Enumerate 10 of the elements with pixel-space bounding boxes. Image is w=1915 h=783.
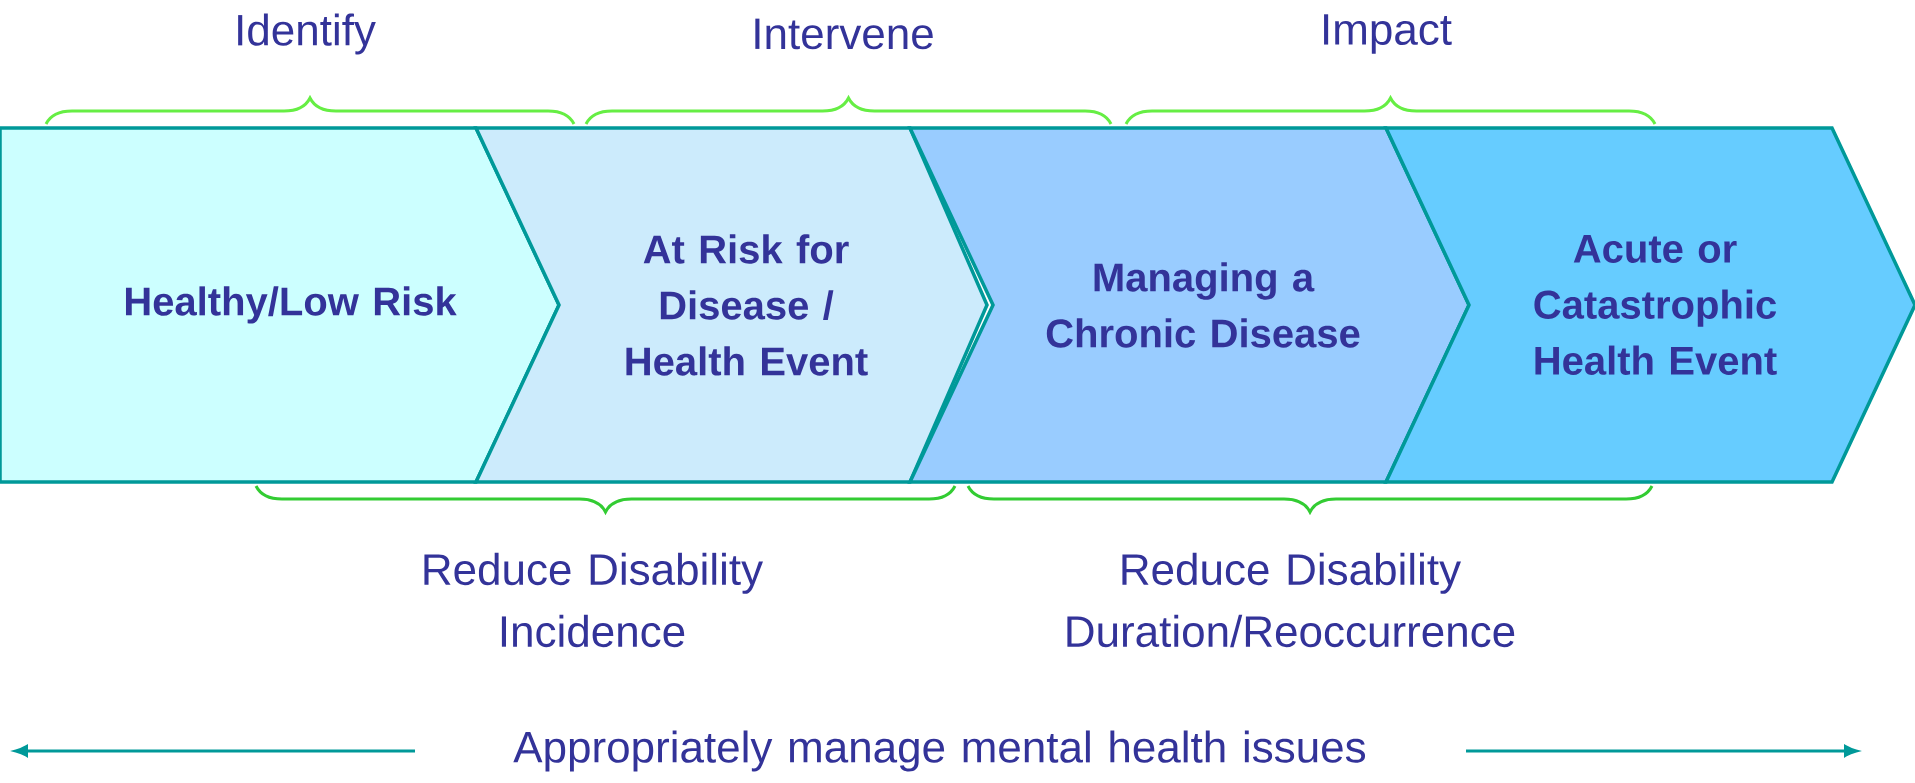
label: Identify xyxy=(238,13,376,55)
label: Reduce Disability Duration/Reoccurrence xyxy=(1067,552,1515,648)
stage-band: Healthy/Low Risk xyxy=(0,126,561,484)
label: Intervene xyxy=(755,18,933,50)
label: Appropriately manage mental health issues xyxy=(513,730,1366,772)
stage-band: At Risk for Disease / Health Event xyxy=(473,126,989,484)
stage-band: Acute or Catastrophic Health Event xyxy=(1383,126,1915,484)
stage-band: Managing a Chronic Disease xyxy=(907,126,1471,484)
label: Impact xyxy=(1324,14,1452,54)
label: Reduce Disability Incidence xyxy=(424,552,763,648)
